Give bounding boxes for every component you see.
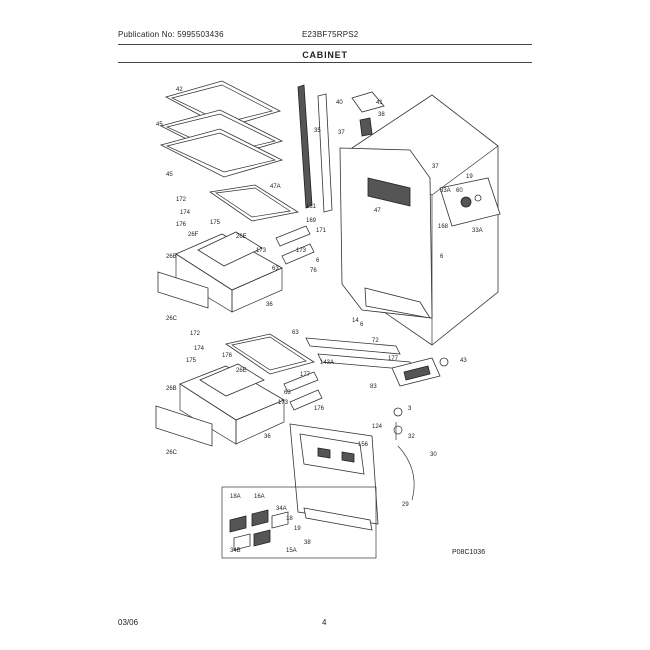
bottom-grille: [305, 337, 415, 371]
part-label-72: 72: [372, 338, 379, 344]
part-label-60: 60: [456, 188, 463, 194]
part-label-29: 29: [402, 502, 409, 508]
part-label-124: 124: [372, 424, 383, 430]
part-label-15a: 15A: [286, 548, 297, 554]
part-label-45b: 45: [166, 172, 173, 178]
part-label-172a: 172: [176, 197, 187, 203]
crisper-cover-upper: [208, 184, 300, 222]
part-label-47a: 47A: [270, 184, 281, 190]
part-label-63a: 63: [272, 266, 279, 272]
part-label-6: 6: [316, 258, 320, 264]
part-label-18: 18: [286, 516, 293, 522]
part-label-143a: 143A: [320, 360, 334, 366]
part-label-176a: 176: [176, 222, 187, 228]
part-label-43: 43: [460, 358, 467, 364]
part-label-40: 40: [336, 100, 343, 106]
part-label-37a: 37: [338, 130, 345, 136]
part-label-175b: 175: [186, 358, 197, 364]
part-label-18a: 18A: [230, 494, 241, 500]
kick-plate: [391, 357, 441, 387]
part-label-26ca: 26C: [166, 316, 178, 322]
part-label-173b: 173: [278, 400, 289, 406]
footer-date: 03/06: [118, 618, 139, 627]
part-label-36a: 36: [266, 302, 273, 308]
part-label-83: 83: [370, 384, 377, 390]
part-label-34b: 34B: [230, 548, 241, 554]
part-label-171: 171: [316, 228, 327, 234]
part-label-63b: 63: [292, 330, 299, 336]
parts-detail-inset: [221, 486, 377, 559]
part-label-131: 131: [306, 204, 317, 210]
part-label-177: 177: [388, 356, 399, 362]
drawer-slide-lower: [283, 371, 323, 411]
part-label-172b: 172: [190, 331, 201, 337]
freezer-drawer-assembly: [289, 423, 379, 531]
part-label-41: 41: [376, 100, 383, 106]
part-label-6c: 6: [360, 322, 364, 328]
drawer-slide-upper: [275, 225, 315, 265]
part-label-174a: 174: [180, 210, 191, 216]
part-label-19: 19: [466, 174, 473, 180]
part-label-169: 169: [306, 218, 317, 224]
publication-number: Publication No: 5995503436: [118, 30, 224, 39]
part-label-174b: 174: [194, 346, 205, 352]
part-label-173a: 173: [256, 248, 267, 254]
cabinet-body: [339, 94, 499, 346]
part-label-76: 76: [310, 268, 317, 274]
part-label-47: 47: [374, 208, 381, 214]
top-hinge: [351, 91, 385, 137]
part-label-38b: 38: [304, 540, 311, 546]
control-box: [439, 177, 501, 227]
part-label-175a: 175: [210, 220, 221, 226]
part-label-36b: 36: [264, 434, 271, 440]
part-label-30: 30: [430, 452, 437, 458]
part-label-45a: 45: [156, 122, 163, 128]
crisper-drawer-upper: [157, 231, 283, 313]
screw-fasteners: [393, 357, 449, 440]
header-rule-bottom: [118, 62, 532, 63]
section-title: CABINET: [302, 50, 348, 60]
page-number: 4: [322, 618, 327, 627]
part-labels: 42 45 45 35 40 41 38 37 37 131 47A 172 1…: [156, 87, 483, 554]
part-label-42: 42: [176, 87, 183, 93]
part-label-26ba: 26B: [166, 254, 177, 260]
part-label-26ea: 26E: [236, 234, 247, 240]
crisper-cover-lower: [225, 333, 315, 375]
drawing-id: P08C1036: [452, 549, 486, 556]
part-label-33a: 33A: [440, 188, 451, 194]
part-label-177b: 177: [300, 372, 311, 378]
door-trim-strip: [297, 84, 333, 213]
part-label-32: 32: [408, 434, 415, 440]
part-label-33b: 33A: [472, 228, 483, 234]
part-label-176b: 176: [222, 353, 233, 359]
part-label-3: 3: [408, 406, 412, 412]
part-label-63c: 63: [284, 390, 291, 396]
part-label-156: 156: [358, 442, 369, 448]
model-number: E23BF75RPS2: [302, 30, 359, 39]
part-label-34a: 34A: [276, 506, 287, 512]
part-label-168: 168: [438, 224, 449, 230]
crisper-drawer-lower: [155, 363, 285, 447]
part-label-26fa: 26F: [188, 232, 199, 238]
part-label-176c: 176: [314, 406, 325, 412]
part-label-19b: 19: [294, 526, 301, 532]
glass-shelf-middle: [159, 109, 284, 178]
part-label-26bb: 26B: [166, 386, 177, 392]
part-label-16a: 16A: [254, 494, 265, 500]
part-label-14: 14: [352, 318, 359, 324]
part-label-35: 35: [314, 128, 321, 134]
part-label-37b: 37: [432, 164, 439, 170]
part-label-26cb: 26C: [166, 450, 178, 456]
header-rule-top: [118, 44, 532, 45]
part-label-173-mid: 173: [296, 248, 307, 254]
part-label-26eb: 26E: [236, 368, 247, 374]
drain-hose: [393, 425, 415, 501]
part-label-6b: 6: [440, 254, 444, 260]
part-label-38: 38: [378, 112, 385, 118]
